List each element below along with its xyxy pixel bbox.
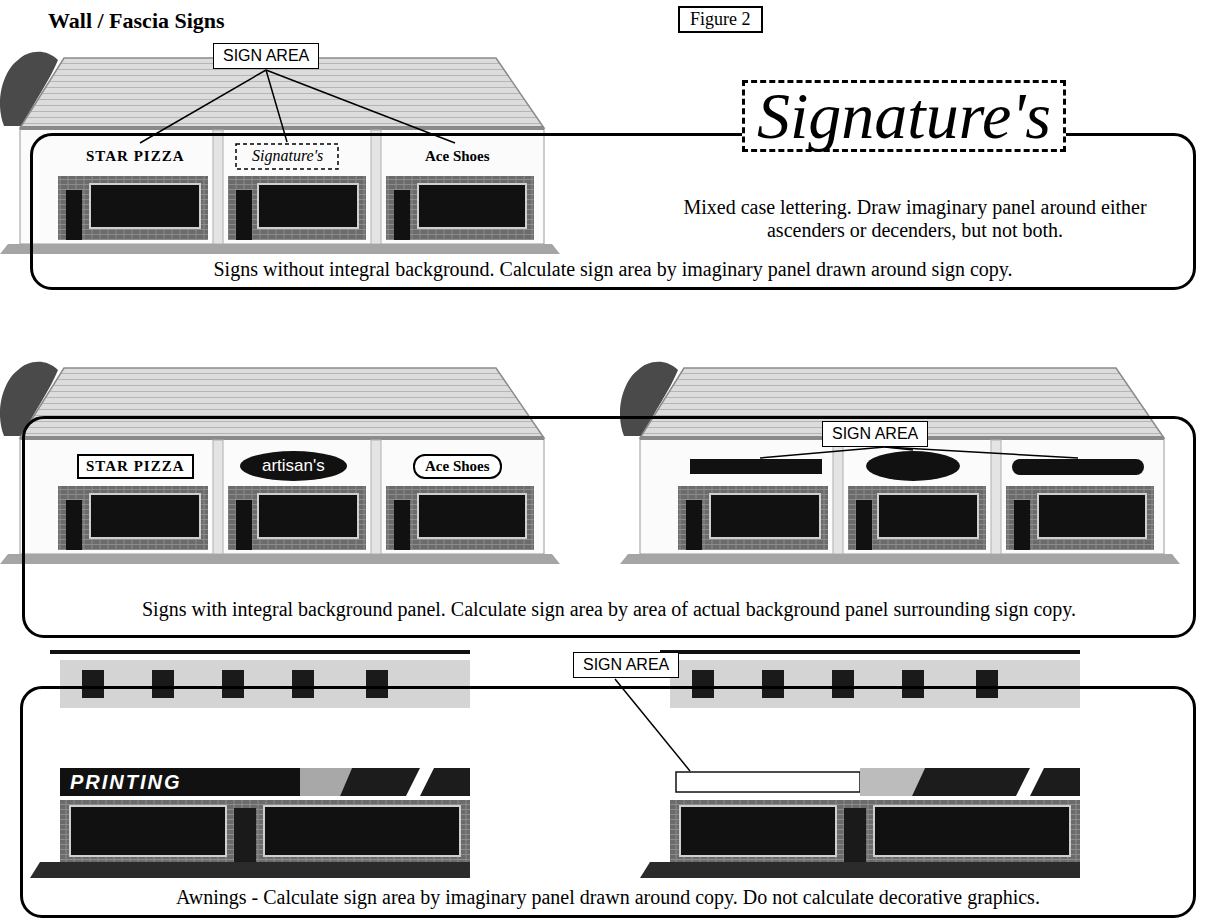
leader-line — [885, 447, 1078, 458]
example-panel: Mixed case lettering. Draw imaginary pan… — [30, 133, 1196, 290]
leader-line — [266, 70, 287, 142]
awning — [290, 768, 1080, 796]
sign-copy: Signature's — [252, 147, 323, 165]
awning-copy: PRINTING — [70, 768, 300, 796]
sign-copy: Signature's — [757, 83, 1051, 149]
sign-copy: STAR PIZZA — [86, 147, 185, 165]
sign-copy: Ace Shoes — [425, 458, 490, 475]
rounded-sign-panel: Ace Shoes — [413, 454, 502, 479]
label-frame: STAR PIZZA — [86, 147, 185, 165]
sign-area-shape — [690, 451, 1144, 481]
panel-caption: Signs with integral background panel. Ca… — [142, 598, 1076, 621]
text-frame: Mixed case lettering. Draw imaginary pan… — [675, 196, 1155, 242]
callout-text: SIGN AREA — [223, 47, 309, 65]
awning-graphic — [912, 768, 1080, 796]
imaginary-panel — [236, 144, 338, 169]
panel-caption: Awnings - Calculate sign area by imagina… — [176, 886, 1040, 909]
sign-area-shape — [866, 451, 960, 481]
text-frame: Signs with integral background panel. Ca… — [25, 598, 1193, 621]
leader-line — [760, 447, 885, 458]
sign-copy: STAR PIZZA — [86, 458, 185, 475]
example-panel: Signs with integral background panel. Ca… — [22, 416, 1196, 638]
callout-text: SIGN AREA — [583, 656, 669, 674]
strip-mall-building — [620, 362, 1180, 564]
awning-graphic — [340, 768, 470, 796]
note-text: Mixed case lettering. Draw imaginary pan… — [675, 196, 1155, 242]
buildings — [0, 52, 1180, 878]
sign-area-bar — [676, 772, 860, 792]
oval-sign-panel: artisan's — [240, 451, 347, 481]
text-frame: Signs without integral background. Calcu… — [33, 258, 1193, 281]
sign-panel: STAR PIZZA — [77, 454, 194, 479]
sign-area-shape — [1012, 459, 1144, 475]
awning-storefront — [30, 650, 470, 878]
page-title: Wall / Fascia Signs — [48, 8, 225, 34]
figure-label: Figure 2 — [690, 9, 751, 30]
sign-copy: Ace Shoes — [425, 147, 490, 165]
panel-caption: Signs without integral background. Calcu… — [213, 258, 1012, 281]
awning-stripe — [1016, 768, 1044, 796]
callout-box: SIGN AREA — [213, 43, 319, 69]
callout-box: SIGN AREA — [573, 652, 679, 678]
callout-text: SIGN AREA — [832, 425, 918, 443]
dashed-sign-area: Signature's — [742, 80, 1066, 152]
leader-line — [615, 679, 690, 771]
sign-copy: artisan's — [262, 456, 325, 476]
strip-mall-building — [0, 362, 560, 564]
strip-mall-building — [0, 52, 560, 254]
example-panel: Awnings - Calculate sign area by imagina… — [20, 686, 1196, 918]
title-frame: Wall / Fascia Signs — [48, 8, 225, 34]
awning-storefront — [640, 650, 1080, 878]
leader-line — [140, 70, 1078, 771]
figure-label-box: Figure 2 — [678, 6, 763, 33]
sign-area-shape — [690, 459, 822, 474]
awning-stripe — [406, 768, 434, 796]
callout-box: SIGN AREA — [822, 421, 928, 447]
awning-band: PRINTING — [60, 768, 300, 796]
label-frame: Signature's — [252, 147, 323, 165]
text-frame: Awnings - Calculate sign area by imagina… — [23, 886, 1193, 909]
label-frame: Ace Shoes — [425, 147, 490, 165]
